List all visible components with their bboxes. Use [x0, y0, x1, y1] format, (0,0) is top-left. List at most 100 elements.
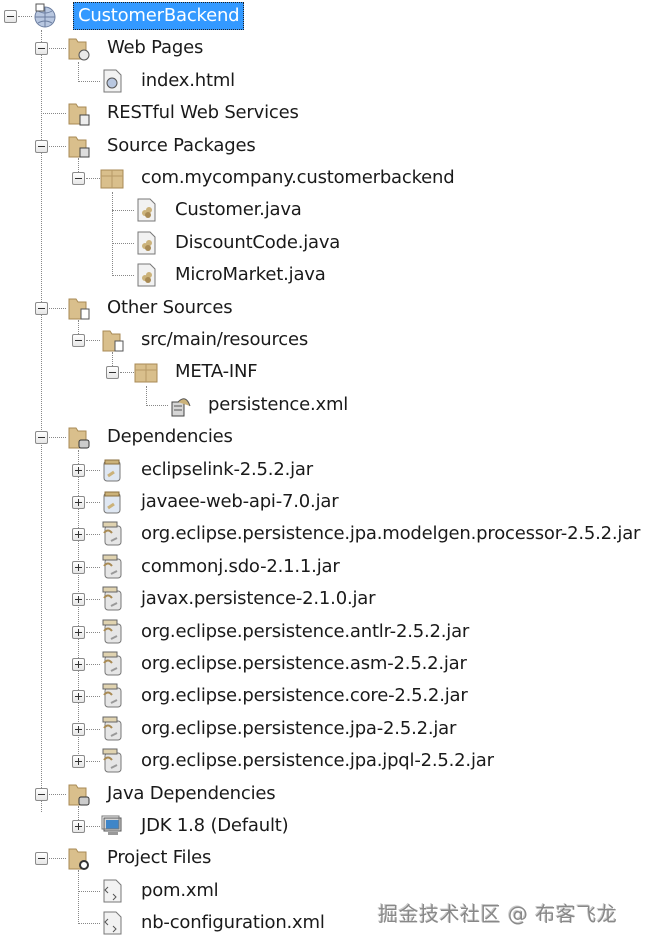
tree-node[interactable]: src/main/resources	[0, 324, 650, 356]
tree-node[interactable]: com.mycompany.customerbackend	[0, 162, 650, 194]
tree-node[interactable]: RESTful Web Services	[0, 97, 650, 129]
node-label: javaee-web-api-7.0.jar	[141, 491, 339, 512]
node-label: org.eclipse.persistence.jpa.jpql-2.5.2.j…	[141, 750, 494, 771]
folder-web-icon	[68, 38, 90, 61]
tree-line	[146, 386, 147, 406]
jar-icon	[103, 459, 121, 482]
xml-file-icon	[103, 911, 122, 935]
folder-other-icon	[68, 298, 90, 320]
collapse-toggle[interactable]	[4, 10, 17, 23]
expand-toggle[interactable]	[72, 496, 85, 509]
xml-file-icon	[103, 879, 122, 903]
node-label: javax.persistence-2.1.0.jar	[141, 588, 376, 609]
collapse-toggle[interactable]	[35, 302, 48, 315]
node-label: org.eclipse.persistence.jpa.modelgen.pro…	[141, 523, 641, 544]
tree-node[interactable]: eclipselink-2.5.2.jar	[0, 454, 650, 486]
node-label: index.html	[141, 70, 235, 91]
node-label: org.eclipse.persistence.antlr-2.5.2.jar	[141, 621, 470, 642]
jar-transitive-icon	[102, 521, 122, 546]
node-label: Project Files	[107, 847, 212, 868]
collapse-toggle[interactable]	[35, 852, 48, 865]
project-name[interactable]: CustomerBackend	[73, 2, 245, 30]
expand-toggle[interactable]	[72, 626, 85, 639]
tree-node[interactable]: Other Sources	[0, 292, 650, 324]
package-icon	[100, 169, 124, 189]
tree-node[interactable]: commonj.sdo-2.1.1.jar	[0, 551, 650, 583]
node-label: MicroMarket.java	[175, 264, 326, 285]
node-label: DiscountCode.java	[175, 232, 341, 253]
tree-line	[112, 352, 113, 372]
tree-node[interactable]: index.html	[0, 65, 650, 97]
expand-toggle[interactable]	[72, 658, 85, 671]
tree-node[interactable]: Source Packages	[0, 130, 650, 162]
node-label: org.eclipse.persistence.jpa-2.5.2.jar	[141, 718, 457, 739]
collapse-toggle[interactable]	[35, 431, 48, 444]
tree-node[interactable]: org.eclipse.persistence.asm-2.5.2.jar	[0, 648, 650, 680]
node-label: commonj.sdo-2.1.1.jar	[141, 556, 340, 577]
tree-node[interactable]: persistence.xml	[0, 389, 650, 421]
collapse-toggle[interactable]	[72, 172, 85, 185]
tree-line	[78, 320, 79, 340]
folder-java-dependencies-icon	[68, 784, 90, 806]
tree-node[interactable]: javaee-web-api-7.0.jar	[0, 486, 650, 518]
collapse-toggle[interactable]	[106, 366, 119, 379]
tree-node[interactable]: org.eclipse.persistence.antlr-2.5.2.jar	[0, 616, 650, 648]
jar-transitive-icon	[102, 651, 122, 676]
tree-node[interactable]: javax.persistence-2.1.0.jar	[0, 583, 650, 615]
node-label: pom.xml	[141, 880, 219, 901]
expand-toggle[interactable]	[72, 690, 85, 703]
tree-line	[78, 806, 79, 826]
tree-node[interactable]: Project Files	[0, 842, 650, 874]
tree-node-root[interactable]: CustomerBackend	[0, 0, 650, 32]
tree-line	[78, 870, 79, 922]
folder-source-icon	[68, 136, 90, 158]
collapse-toggle[interactable]	[72, 334, 85, 347]
tree-node[interactable]: Customer.java	[0, 194, 650, 226]
node-label: Source Packages	[107, 135, 256, 156]
expand-toggle[interactable]	[72, 723, 85, 736]
node-label: com.mycompany.customerbackend	[141, 167, 455, 188]
node-label: src/main/resources	[141, 329, 309, 350]
expand-toggle[interactable]	[72, 464, 85, 477]
node-label: META-INF	[175, 361, 258, 382]
tree-line	[78, 158, 79, 178]
collapse-toggle[interactable]	[35, 788, 48, 801]
java-file-icon	[137, 231, 156, 255]
jar-transitive-icon	[102, 619, 122, 644]
tree-node[interactable]: JDK 1.8 (Default)	[0, 810, 650, 842]
tree-node[interactable]: MicroMarket.java	[0, 259, 650, 291]
folder-resources-icon	[102, 330, 124, 352]
tree-node[interactable]: org.eclipse.persistence.jpa.modelgen.pro…	[0, 518, 650, 550]
package-icon	[134, 363, 158, 383]
tree-line	[41, 30, 42, 812]
node-label: Customer.java	[175, 199, 302, 220]
tree-line	[78, 62, 79, 82]
collapse-toggle[interactable]	[35, 42, 48, 55]
collapse-toggle[interactable]	[35, 140, 48, 153]
node-label: persistence.xml	[208, 394, 349, 415]
expand-toggle[interactable]	[72, 820, 85, 833]
node-label: Web Pages	[107, 37, 204, 58]
tree-node[interactable]: org.eclipse.persistence.jpa-2.5.2.jar	[0, 713, 650, 745]
tree-node[interactable]: Java Dependencies	[0, 778, 650, 810]
node-label: Java Dependencies	[107, 783, 276, 804]
jar-transitive-icon	[102, 683, 122, 708]
expand-toggle[interactable]	[72, 561, 85, 574]
expand-toggle[interactable]	[72, 755, 85, 768]
tree-node[interactable]: nb-configuration.xml	[0, 907, 650, 939]
expand-toggle[interactable]	[72, 528, 85, 541]
tree-node[interactable]: Dependencies	[0, 421, 650, 453]
tree-node[interactable]: Web Pages	[0, 32, 650, 64]
tree-node[interactable]: org.eclipse.persistence.core-2.5.2.jar	[0, 680, 650, 712]
expand-toggle[interactable]	[72, 593, 85, 606]
node-label: Dependencies	[107, 426, 233, 447]
node-label: org.eclipse.persistence.core-2.5.2.jar	[141, 685, 468, 706]
tree-node[interactable]: META-INF	[0, 356, 650, 388]
jar-icon	[103, 491, 121, 514]
tree-node[interactable]: pom.xml	[0, 875, 650, 907]
tree-node[interactable]: DiscountCode.java	[0, 227, 650, 259]
globe-project-icon	[34, 3, 56, 28]
folder-project-files-icon	[68, 848, 89, 870]
tree-node[interactable]: org.eclipse.persistence.jpa.jpql-2.5.2.j…	[0, 745, 650, 777]
